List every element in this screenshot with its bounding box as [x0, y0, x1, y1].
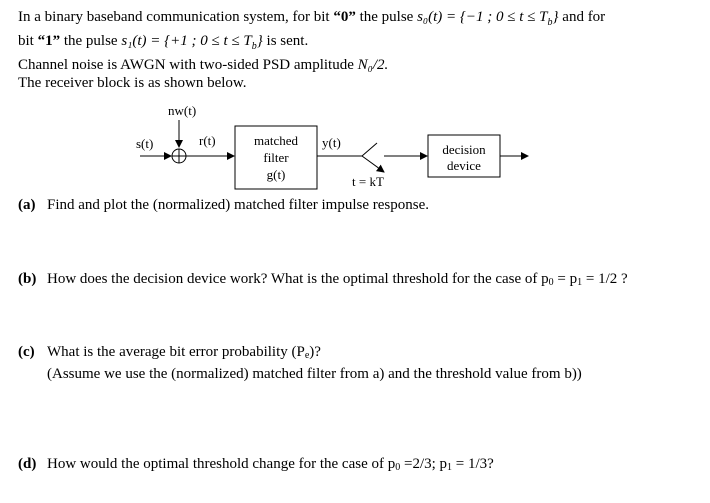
- intro-line-4: The receiver block is as shown below.: [18, 75, 247, 91]
- filter-label-line-1: matched: [254, 133, 299, 148]
- question-a-text: Find and plot the (normalized) matched f…: [47, 197, 429, 213]
- sampler-label: t = kT: [352, 174, 384, 189]
- noise-psd: N₀/2.: [357, 57, 389, 73]
- bit-one: “1”: [37, 33, 61, 49]
- question-a: (a) Find and plot the (normalized) matche…: [18, 196, 429, 214]
- question-b: (b)How does the decision device work? Wh…: [18, 271, 628, 288]
- question-c-label: (c): [18, 344, 35, 360]
- pulse-s0: s₀(t) = {−1 ; 0 ≤ t ≤ Tb}: [417, 9, 559, 28]
- input-label: s(t): [136, 136, 153, 151]
- decision-label-line-2: device: [447, 158, 481, 173]
- intro-line-1: In a binary baseband communication syste…: [18, 9, 606, 28]
- question-b-label: (b): [18, 271, 37, 287]
- matched-filter-block: [234, 125, 318, 190]
- question-c: (c)What is the average bit error probabi…: [18, 344, 582, 382]
- problem-statement: In a binary baseband communication syste…: [18, 8, 698, 92]
- output-label: y(t): [322, 135, 341, 150]
- sampler-switch: [361, 142, 385, 173]
- received-label: r(t): [199, 133, 216, 148]
- filter-label-line-2: filter: [263, 150, 289, 165]
- summing-junction: [171, 148, 187, 164]
- question-d: (d)How would the optimal threshold chang…: [18, 456, 494, 473]
- bit-zero: “0”: [333, 9, 356, 25]
- noise-label: nw(t): [168, 103, 196, 118]
- question-c-assumption: (Assume we use the (normalized) matched …: [47, 366, 582, 382]
- pulse-s1: s₁(t) = {+1 ; 0 ≤ t ≤ Tb}: [121, 33, 263, 52]
- question-d-label: (d): [18, 456, 37, 472]
- filter-label-line-3: g(t): [267, 167, 286, 182]
- question-a-label: (a): [18, 197, 36, 213]
- decision-label-line-1: decision: [442, 142, 486, 157]
- intro-line-2: bit “1” the pulse s₁(t) = {+1 ; 0 ≤ t ≤ …: [18, 33, 309, 52]
- intro-line-3: Channel noise is AWGN with two-sided PSD…: [18, 57, 389, 73]
